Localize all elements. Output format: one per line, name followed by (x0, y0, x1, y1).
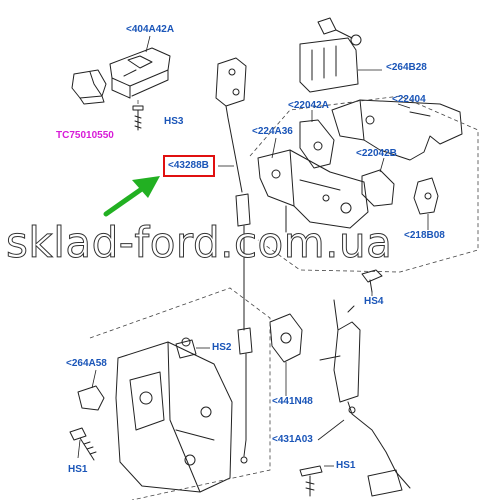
lever-441n48-drawing (269, 313, 303, 363)
label-264a58[interactable]: <264A58 (66, 358, 107, 369)
label-22042a[interactable]: <22042A (288, 100, 329, 111)
label-264b28[interactable]: <264B28 (386, 62, 427, 73)
screw-hs1-left-drawing (69, 427, 97, 461)
leader-264a58 (91, 369, 97, 389)
screw-hs3-drawing (132, 105, 144, 131)
leader-hs1-left (77, 439, 81, 459)
striker-264a58-drawing (77, 385, 105, 411)
label-404a42a[interactable]: <404A42A (126, 24, 175, 35)
label-tc75010550[interactable]: TC75010550 (56, 130, 114, 141)
screw-hs1-right-drawing (299, 465, 323, 497)
carrier-224a36-drawing (257, 149, 369, 233)
label-431a03[interactable]: <431A03 (272, 434, 313, 445)
leader-404a42a (145, 35, 151, 53)
label-218b08[interactable]: <218B08 (404, 230, 445, 241)
leader-431a03 (317, 419, 345, 441)
cable-43288b-drawing (215, 57, 253, 464)
leader-224a36 (271, 137, 277, 159)
watermark-text: sklad-ford.com.ua (6, 218, 393, 268)
handle-22404-drawing (331, 99, 463, 161)
dashed-outline-handle (249, 95, 479, 273)
label-hs2[interactable]: HS2 (212, 342, 232, 353)
clip-part-drawing (71, 69, 107, 105)
label-hs1-right[interactable]: HS1 (336, 460, 356, 471)
label-hs1-left[interactable]: HS1 (68, 464, 88, 475)
leader-22042b (379, 157, 385, 173)
latch-assembly-drawing (115, 341, 233, 493)
label-224a36[interactable]: <224A36 (252, 126, 293, 137)
dashed-outline-latch (89, 287, 271, 500)
label-441n48[interactable]: <441N48 (272, 396, 313, 407)
bezel-22042a-drawing (299, 119, 335, 169)
label-22404[interactable]: <22404 (392, 94, 426, 105)
bracket-404a42a-drawing (109, 47, 171, 99)
label-hs3[interactable]: HS3 (164, 116, 184, 127)
bezel-22042b-drawing (361, 169, 395, 207)
green-arrow (103, 176, 160, 217)
plug-hs2-drawing (175, 337, 197, 359)
label-22042b[interactable]: <22042B (356, 148, 397, 159)
highlight-box (163, 155, 215, 177)
clip-218b08-drawing (413, 177, 439, 215)
leader-22404 (397, 103, 411, 109)
cylinder-264b28-drawing (299, 17, 362, 93)
label-hs4[interactable]: HS4 (364, 296, 384, 307)
screw-hs4-drawing (361, 269, 383, 293)
bracket-right-drawing (319, 299, 361, 403)
cable-431a03-drawing (347, 401, 411, 497)
label-43288b[interactable]: <43288B (168, 160, 209, 171)
